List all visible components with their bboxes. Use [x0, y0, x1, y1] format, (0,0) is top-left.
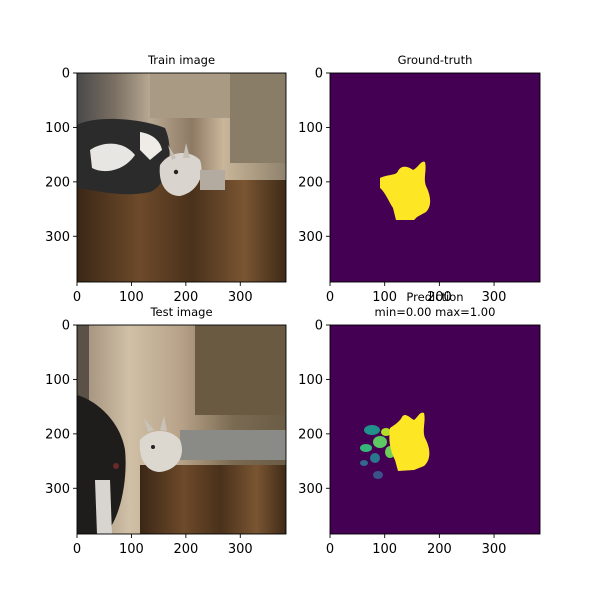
panel-test-image: Test image: [76, 305, 287, 535]
ground-truth-ytick-label: 300: [298, 230, 323, 245]
ground-truth-xtick-label: 300: [482, 290, 507, 305]
prediction-title-line1: Prediction: [406, 290, 463, 304]
ground-truth-mask: [380, 161, 431, 220]
test-image-ytick-label: 100: [45, 373, 70, 388]
prediction-speckle: [360, 425, 395, 479]
panel-train-image: Train image: [76, 53, 287, 283]
panel-prediction: Prediction min=0.00 max=1.00: [329, 290, 541, 535]
panel-ground-truth: Ground-truth: [329, 53, 541, 283]
test-image-xtick-label: 0: [73, 542, 81, 557]
ground-truth-xtick-label: 0: [326, 290, 334, 305]
train-image-xtick-label: 0: [73, 290, 81, 305]
test-image-title: Test image: [149, 305, 212, 319]
prediction-xtick-label: 100: [372, 542, 397, 557]
prediction-xtick-label: 200: [427, 542, 452, 557]
prediction-ytick-label: 100: [298, 373, 323, 388]
prediction-xtick-label: 0: [326, 542, 334, 557]
train-image-xtick-label: 100: [119, 290, 144, 305]
train-image-ytick-label: 300: [45, 230, 70, 245]
test-image-xtick-label: 200: [173, 542, 198, 557]
test-photo: [77, 325, 286, 534]
train-image-xtick-label: 300: [228, 290, 253, 305]
prediction-title-line2: min=0.00 max=1.00: [375, 305, 496, 319]
prediction-background: [330, 325, 540, 534]
prediction-ytick-label: 0: [315, 319, 323, 334]
test-image-ytick-label: 0: [62, 319, 70, 334]
test-image-xtick-label: 100: [119, 542, 144, 557]
ground-truth-background: [330, 73, 540, 282]
ground-truth-xtick-label: 100: [372, 290, 397, 305]
train-image-ytick-label: 200: [45, 175, 70, 190]
test-image-ytick-label: 200: [45, 427, 70, 442]
ground-truth-ytick-label: 0: [315, 67, 323, 82]
train-image-xtick-label: 200: [173, 290, 198, 305]
ground-truth-title: Ground-truth: [398, 53, 473, 67]
axis-ticks: 0 100 200 300 0 100 200 300 0 100 200 300 0 100 200 300…: [45, 67, 506, 558]
test-image-ytick-label: 300: [45, 482, 70, 497]
train-image-title: Train image: [147, 53, 215, 67]
train-image-ytick-label: 100: [45, 121, 70, 136]
train-photo: [77, 73, 286, 282]
train-image-ytick-label: 0: [62, 67, 70, 82]
prediction-mask: [389, 412, 430, 471]
ground-truth-ytick-label: 200: [298, 175, 323, 190]
ground-truth-ytick-label: 100: [298, 121, 323, 136]
prediction-xtick-label: 300: [482, 542, 507, 557]
ground-truth-xtick-label: 200: [427, 290, 452, 305]
test-image-xtick-label: 300: [228, 542, 253, 557]
prediction-ytick-label: 200: [298, 427, 323, 442]
prediction-ytick-label: 300: [298, 482, 323, 497]
